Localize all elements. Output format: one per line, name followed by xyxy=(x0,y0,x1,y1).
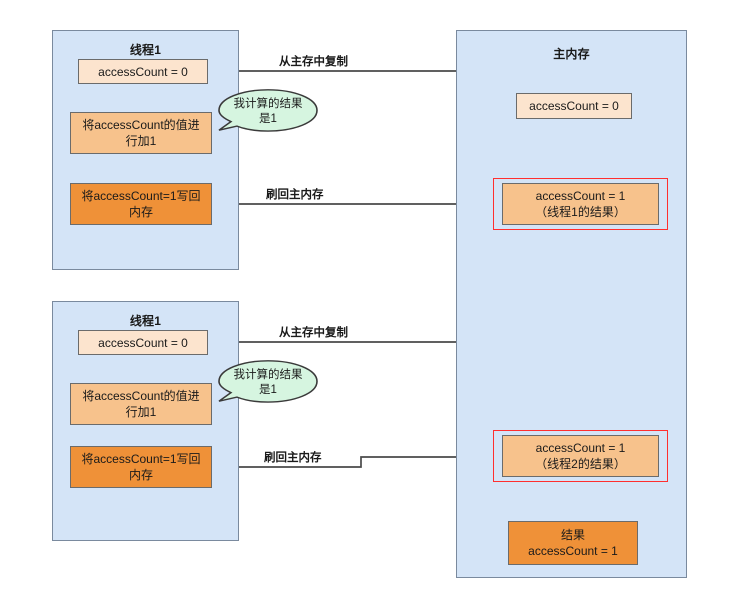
mm-box-initial: accessCount = 0 xyxy=(516,93,632,119)
mm-box-after-thread1-line2: （线程1的结果） xyxy=(535,205,626,219)
mm-box-after-thread2-line2: （线程2的结果） xyxy=(535,457,626,471)
thread-top-step-read: accessCount = 0 xyxy=(78,59,208,84)
thread-bottom-speech-bubble: 我计算的结果 是1 xyxy=(216,359,320,411)
mm-highlight-thread2 xyxy=(493,430,668,482)
thread-bottom-writeback-line1: 将accessCount=1写回 xyxy=(81,452,201,466)
thread-bottom-step-read: accessCount = 0 xyxy=(78,330,208,355)
arrow-flush-bottom xyxy=(212,450,493,468)
thread-bottom-step-writeback: 将accessCount=1写回 内存 xyxy=(70,446,212,488)
speech-bubble-shape-bottom xyxy=(218,360,318,403)
edge-label-copy-top: 从主存中复制 xyxy=(279,56,348,68)
thread-top-increment-line1: 将accessCount的值进 xyxy=(82,118,200,132)
thread-bottom-increment-line2: 行加1 xyxy=(125,405,157,419)
mm-box-final-line2: accessCount = 1 xyxy=(528,544,618,558)
thread-bottom-step-increment: 将accessCount的值进 行加1 xyxy=(70,383,212,425)
thread-top-step-writeback: 将accessCount=1写回 内存 xyxy=(70,183,212,225)
speech-bubble-shape-top xyxy=(218,89,318,132)
main-memory-title: 主内存 xyxy=(553,47,590,61)
thread-top-writeback-line1: 将accessCount=1写回 xyxy=(81,189,201,203)
mm-box-final-result: 结果 accessCount = 1 xyxy=(508,521,638,565)
thread-top-increment-line2: 行加1 xyxy=(125,134,157,148)
thread-bottom-increment-line1: 将accessCount的值进 xyxy=(82,389,200,403)
main-memory-panel: 主内存 xyxy=(456,30,687,578)
thread-top-bubble-line1: 我计算的结果 xyxy=(233,97,303,110)
thread-panel-top-title: 线程1 xyxy=(129,43,162,57)
thread-top-speech-bubble: 我计算的结果 是1 xyxy=(216,88,320,140)
mm-box-final-line1: 结果 xyxy=(560,528,585,542)
thread-bottom-bubble-line2: 是1 xyxy=(259,383,277,396)
thread-top-bubble-line2: 是1 xyxy=(259,112,277,125)
edge-label-flush-bottom: 刷回主内存 xyxy=(264,452,322,464)
mm-box-after-thread1-line1: accessCount = 1 xyxy=(535,189,626,203)
mm-box-after-thread2: accessCount = 1 （线程2的结果） xyxy=(502,435,659,477)
mm-box-after-thread2-line1: accessCount = 1 xyxy=(535,441,626,455)
thread-bottom-writeback-line2: 内存 xyxy=(128,468,153,482)
thread-top-writeback-line2: 内存 xyxy=(128,205,153,219)
thread-panel-bottom-title: 线程1 xyxy=(129,314,162,328)
thread-top-step-increment: 将accessCount的值进 行加1 xyxy=(70,112,212,154)
mm-box-after-thread1: accessCount = 1 （线程1的结果） xyxy=(502,183,659,225)
mm-highlight-thread1 xyxy=(493,178,668,230)
thread-bottom-bubble-line1: 我计算的结果 xyxy=(233,368,303,381)
edge-label-flush-top: 刷回主内存 xyxy=(266,189,324,201)
edge-label-copy-bottom: 从主存中复制 xyxy=(279,327,348,339)
